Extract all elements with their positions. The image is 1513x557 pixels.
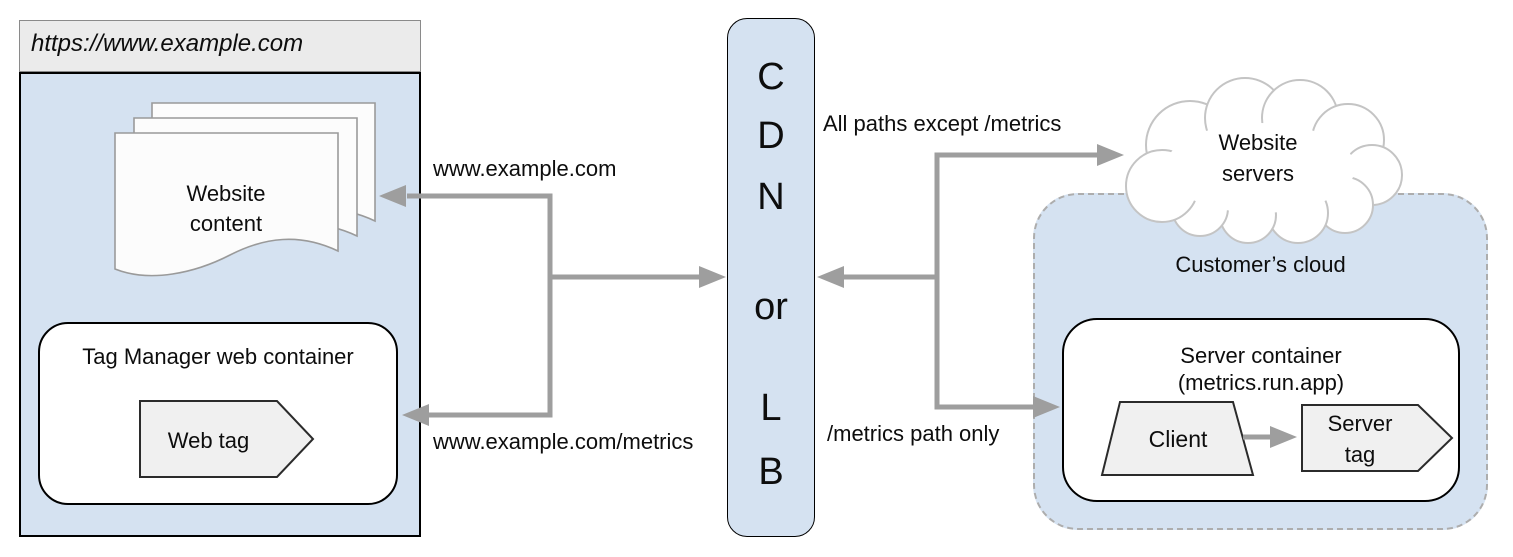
edge-label-all-paths-except-metrics: All paths except /metrics: [823, 111, 1062, 136]
edge-right-fork: [934, 152, 1099, 410]
website-content-label: Website content: [186, 181, 266, 236]
browser-titlebar: [19, 20, 421, 72]
arrowhead-left-icon: [817, 266, 844, 288]
cdn-lb-text: C: [757, 56, 785, 98]
cdn-lb-text: or: [754, 286, 788, 328]
web-tag-label: Web tag: [167, 428, 250, 453]
cdn-lb-text: D: [757, 115, 785, 157]
web-tag-shape: [139, 400, 315, 478]
cdn-lb-text: L: [760, 387, 782, 429]
website-content-pages-icon: [114, 102, 376, 277]
website-servers-label: Website servers: [1218, 130, 1298, 186]
edge-label-metrics-path-only: /metrics path only: [827, 421, 1000, 446]
tag-pentagon-icon: [1301, 404, 1454, 472]
edge-label-www-example-com-metrics: www.example.com/metrics: [433, 429, 694, 454]
trapezoid-icon: [1100, 401, 1255, 476]
client-label: Client: [1148, 426, 1208, 452]
tag-manager-container-label: Tag Manager web container: [82, 344, 354, 369]
browser-url-title: https://www.example.com: [31, 30, 304, 57]
edge-label-www-example-com: www.example.com: [433, 156, 617, 181]
arrowhead-right-icon: [1033, 396, 1060, 418]
server-tag-shape: [1301, 404, 1454, 472]
arrowhead-right-icon: [1097, 144, 1124, 166]
server-tag-label: Server tag: [1327, 411, 1393, 467]
customer-cloud-label: Customer’s cloud: [1175, 252, 1346, 277]
arrowhead-right-icon: [1270, 426, 1297, 448]
edge-browser-fork: [407, 193, 553, 418]
cdn-lb-text: B: [758, 451, 784, 493]
tag-pentagon-icon: [139, 400, 315, 478]
server-container-title: Server container: [1180, 343, 1342, 368]
server-container-subtitle: (metrics.run.app): [1177, 370, 1345, 395]
arrowhead-left-icon: [402, 404, 429, 426]
document-icon: [114, 132, 339, 277]
arrowhead-right-icon: [699, 266, 726, 288]
arrowhead-left-icon: [379, 185, 406, 207]
client-shape: [1100, 401, 1255, 476]
cdn-lb-text: N: [757, 176, 785, 218]
website-servers-cloud-icon: [1125, 77, 1403, 244]
cdn-lb-node: [727, 18, 815, 537]
